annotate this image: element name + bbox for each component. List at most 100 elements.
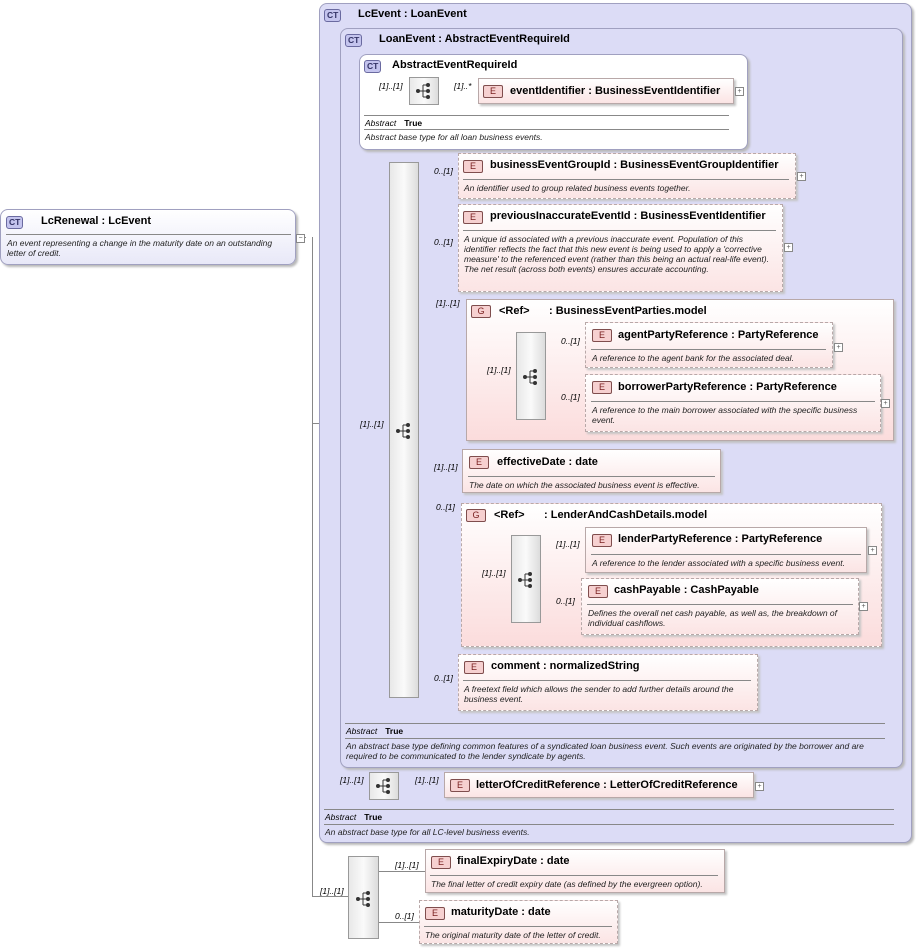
element-description: The final letter of credit expiry date (… [431, 879, 703, 889]
element-title: finalExpiryDate : date [457, 855, 570, 867]
group-title: : LenderAndCashDetails.model [544, 509, 708, 521]
sequence-compositor[interactable] [348, 856, 379, 939]
cardinality: [1]..[1] [436, 298, 460, 308]
cardinality: [1]..[1] [340, 775, 364, 785]
group-title: : BusinessEventParties.model [549, 305, 707, 317]
cardinality: [1]..[1] [487, 365, 511, 375]
element-businesseventgroupid[interactable]: E businessEventGroupId : BusinessEventGr… [458, 153, 796, 199]
cardinality: 0..[1] [434, 237, 453, 247]
element-borrowerpartyreference[interactable]: E borrowerPartyReference : PartyReferenc… [585, 374, 881, 432]
element-icon: E [483, 85, 503, 98]
divider [430, 875, 718, 876]
sequence-icon [396, 423, 410, 439]
group-icon: G [471, 305, 491, 318]
element-icon: E [464, 661, 484, 674]
element-icon: E [592, 534, 612, 547]
element-description: A reference to the main borrower associa… [592, 405, 858, 425]
sequence-compositor[interactable] [389, 162, 419, 698]
lcevent-title: LcEvent : LoanEvent [358, 8, 467, 20]
element-letterofcreditreference[interactable]: E letterOfCreditReference : LetterOfCred… [444, 772, 754, 798]
element-title: cashPayable : CashPayable [614, 584, 759, 596]
connector [312, 896, 348, 897]
element-title: businessEventGroupId : BusinessEventGrou… [490, 159, 779, 171]
sequence-icon [518, 572, 532, 588]
element-title: letterOfCreditReference : LetterOfCredit… [476, 779, 738, 791]
lcrenewal-description: An event representing a change in the ma… [7, 238, 273, 258]
element-maturitydate[interactable]: E maturityDate : date The original matur… [419, 900, 618, 944]
sequence-icon [416, 83, 430, 99]
sequence-compositor[interactable] [409, 77, 439, 105]
expand-icon[interactable]: + [755, 782, 764, 791]
sequence-icon [356, 891, 370, 907]
divider [463, 230, 776, 231]
divider [591, 401, 875, 402]
element-icon: E [463, 211, 483, 224]
element-icon: E [425, 907, 445, 920]
cardinality: 0..[1] [436, 502, 455, 512]
sequence-compositor[interactable] [511, 535, 541, 623]
sequence-icon [376, 778, 390, 794]
element-description: The date on which the associated busines… [469, 480, 700, 490]
divider [345, 738, 885, 739]
element-agentpartyreference[interactable]: E agentPartyReference : PartyReference A… [585, 322, 833, 368]
complex-type-icon: CT [324, 9, 342, 22]
cardinality: [1]..* [454, 81, 472, 91]
cardinality: 0..[1] [434, 673, 453, 683]
divider [324, 809, 894, 810]
expand-icon[interactable]: + [735, 87, 744, 96]
element-comment[interactable]: E comment : normalizedString A freetext … [458, 654, 758, 711]
sequence-compositor[interactable] [369, 772, 399, 800]
collapse-icon[interactable]: − [296, 234, 305, 243]
element-description: The original maturity date of the letter… [425, 930, 601, 940]
divider [591, 349, 826, 350]
element-previousinaccurateeventid[interactable]: E previousInaccurateEventId : BusinessEv… [458, 204, 783, 292]
sequence-compositor[interactable] [516, 332, 546, 420]
element-title: lenderPartyReference : PartyReference [618, 533, 823, 545]
expand-icon[interactable]: + [859, 602, 868, 611]
lcrenewal-complex-type[interactable]: CT LcRenewal : LcEvent An event represen… [0, 209, 296, 265]
divider [463, 179, 789, 180]
element-effectivedate[interactable]: E effectiveDate : date The date on which… [462, 449, 721, 493]
expand-icon[interactable]: + [797, 172, 806, 181]
complex-type-icon: CT [364, 60, 382, 73]
cardinality: [1]..[1] [434, 462, 458, 472]
connector [379, 922, 419, 923]
element-title: borrowerPartyReference : PartyReference [618, 381, 837, 393]
cardinality: [1]..[1] [415, 775, 439, 785]
cardinality: 0..[1] [434, 166, 453, 176]
divider [587, 604, 853, 605]
abstracteventrequireid-title: AbstractEventRequireId [392, 59, 518, 71]
cardinality: 0..[1] [395, 911, 414, 921]
element-cashpayable[interactable]: E cashPayable : CashPayable Defines the … [581, 578, 859, 635]
cardinality: [1]..[1] [482, 568, 506, 578]
element-description: Defines the overall net cash payable, as… [588, 608, 838, 628]
element-finalexpirydate[interactable]: E finalExpiryDate : date The final lette… [425, 849, 725, 893]
cardinality: [1]..[1] [320, 886, 344, 896]
connector [379, 871, 425, 872]
expand-icon[interactable]: + [868, 546, 877, 555]
element-icon: E [469, 456, 489, 469]
expand-icon[interactable]: + [881, 399, 890, 408]
element-icon: E [588, 585, 608, 598]
divider [364, 115, 729, 116]
lcevent-description: An abstract base type for all LC-level b… [325, 827, 530, 837]
element-title: agentPartyReference : PartyReference [618, 329, 819, 341]
loanevent-title: LoanEvent : AbstractEventRequireId [379, 33, 570, 45]
element-lenderpartyreference[interactable]: E lenderPartyReference : PartyReference … [585, 527, 867, 573]
loanevent-description: An abstract base type defining common fe… [346, 741, 864, 761]
cardinality: [1]..[1] [556, 539, 580, 549]
cardinality: [1]..[1] [360, 419, 384, 429]
expand-icon[interactable]: + [834, 343, 843, 352]
expand-icon[interactable]: + [784, 243, 793, 252]
element-title: previousInaccurateEventId : BusinessEven… [490, 210, 766, 222]
cardinality: [1]..[1] [395, 860, 419, 870]
cardinality: 0..[1] [556, 596, 575, 606]
divider [345, 723, 885, 724]
complex-type-icon: CT [345, 34, 363, 47]
group-ref-label: <Ref> [494, 509, 525, 521]
element-title: comment : normalizedString [491, 660, 640, 672]
group-ref-label: <Ref> [499, 305, 530, 317]
element-eventidentifier[interactable]: E eventIdentifier : BusinessEventIdentif… [478, 78, 734, 104]
